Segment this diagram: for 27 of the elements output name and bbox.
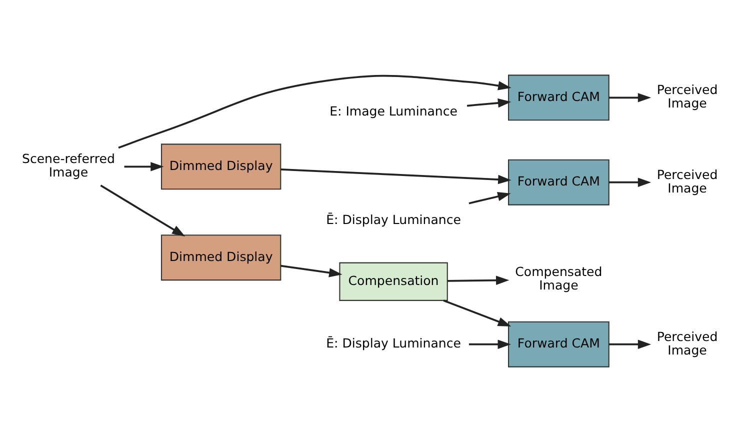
node-box: Dimmed Display (160, 144, 282, 190)
node-text: Compensated Image (515, 264, 602, 293)
arrow (609, 340, 652, 349)
arrow (124, 162, 164, 172)
arrow (468, 340, 511, 349)
node-box: Dimmed Display (160, 234, 282, 281)
arrow (609, 178, 652, 187)
node-text: Ē: Display Luminance (326, 336, 461, 351)
arrow (466, 98, 512, 108)
node-box: Forward CAM (508, 74, 610, 121)
node-text: Perceived Image (656, 82, 718, 111)
arrow (609, 93, 652, 102)
arrow (280, 264, 342, 278)
node-text: E: Image Luminance (330, 104, 458, 119)
node-box: Forward CAM (508, 159, 610, 206)
arrow (118, 74, 512, 149)
node-text: Perceived Image (656, 166, 718, 196)
arrow (100, 184, 186, 237)
arrow (280, 168, 512, 184)
node-text: Ē: Display Luminance (326, 212, 461, 228)
node-text: Scene-referred Image (22, 151, 115, 180)
arrow (448, 276, 510, 285)
arrow (443, 300, 512, 326)
node-text: Perceived Image (656, 328, 718, 358)
arrow (468, 192, 511, 204)
node-box: Forward CAM (508, 321, 610, 368)
node-box: Compensation (339, 262, 448, 301)
